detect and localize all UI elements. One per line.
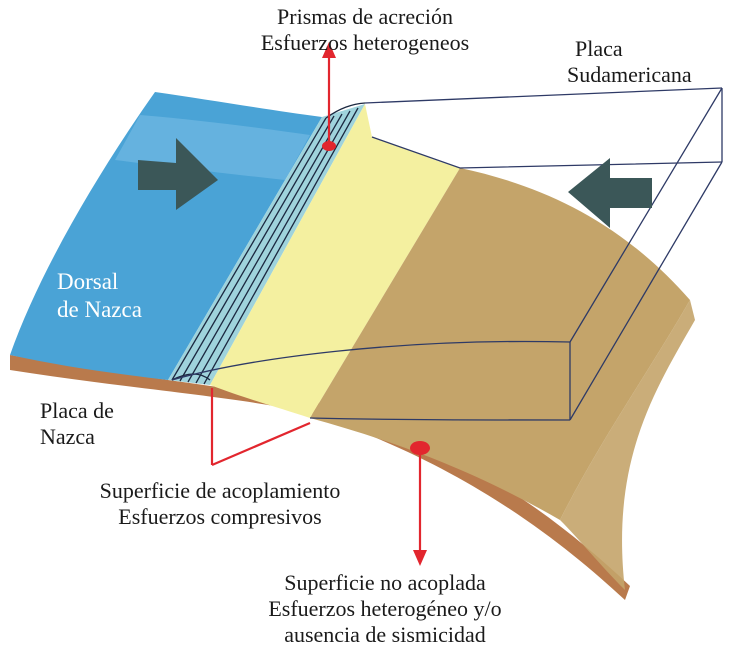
convergence-arrow-left-icon [568, 158, 652, 228]
south-plate-label: Placa Sudamericana [567, 36, 692, 88]
coupling-line1: Superficie de acoplamiento [99, 478, 341, 503]
marker-accretion [322, 42, 336, 151]
leader-lines [210, 388, 311, 467]
marker-uncoupled [410, 441, 430, 566]
accretion-line1: Prismas de acreción [277, 4, 453, 29]
ridge-label: Dorsal de Nazca [57, 268, 142, 324]
ridge-line1: Dorsal [57, 269, 119, 294]
uncoupled-line2: Esfuerzos heterogéneo y/o [268, 596, 502, 621]
nazca-plate-line2: Nazca [40, 424, 95, 449]
uncoupled-label: Superficie no acoplada Esfuerzos heterog… [215, 570, 555, 648]
ridge-line2: de Nazca [57, 297, 142, 322]
uncoupled-line1: Superficie no acoplada [284, 570, 486, 595]
accretion-label: Prismas de acreción Esfuerzos heterogene… [215, 4, 515, 56]
coupling-line2: Esfuerzos compresivos [118, 504, 322, 529]
block-outline [171, 87, 723, 421]
continent-plate [310, 168, 690, 520]
convergence-arrow-right-icon [138, 138, 218, 210]
accretion-line2: Esfuerzos heterogeneos [260, 30, 470, 55]
south-plate-line1: Placa [575, 36, 623, 61]
continent-front [560, 300, 695, 590]
coupled-zone [210, 104, 460, 418]
coupling-label: Superficie de acoplamiento Esfuerzos com… [35, 478, 405, 530]
uncoupled-line3: ausencia de sismicidad [284, 622, 486, 647]
south-plate-line2: Sudamericana [567, 62, 692, 87]
nazca-plate-line1: Placa de [40, 398, 114, 423]
nazca-plate-label: Placa de Nazca [40, 398, 114, 450]
